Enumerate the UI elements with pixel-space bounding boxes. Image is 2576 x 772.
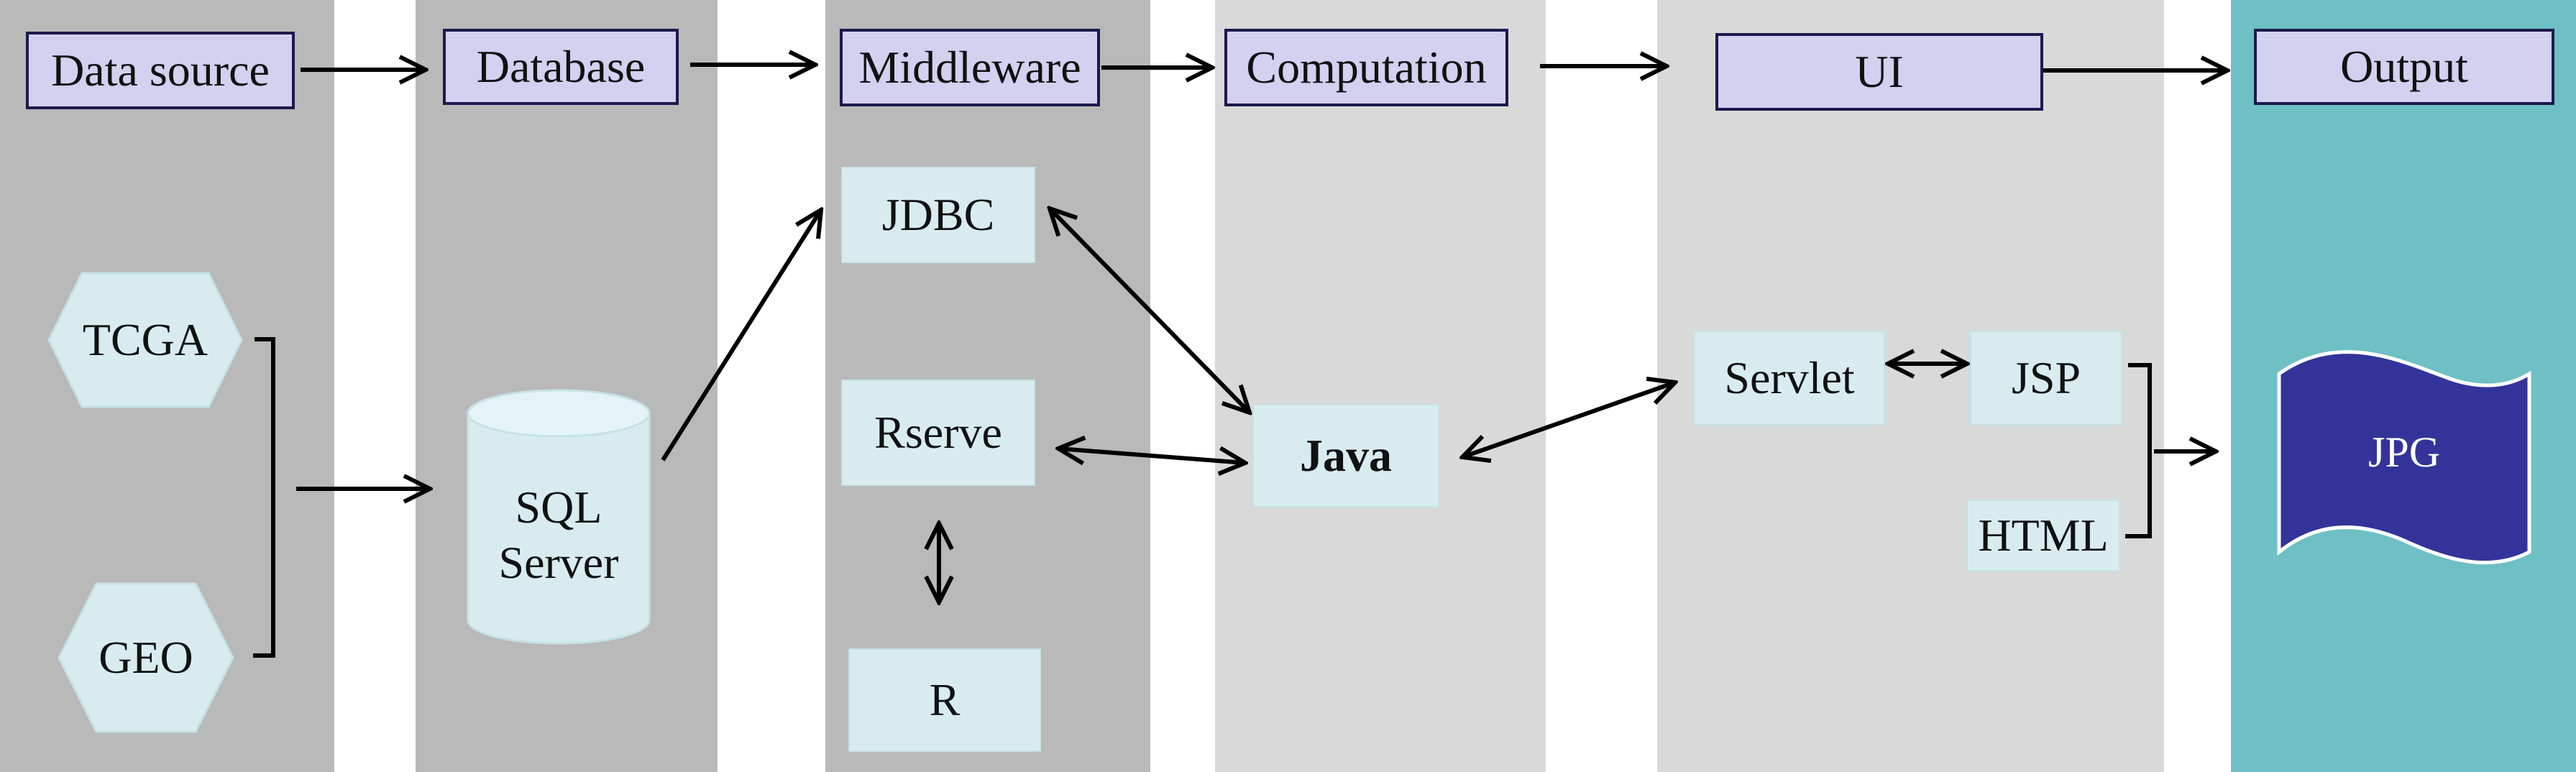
jdbc-node: JDBC [841,167,1035,263]
jpg-label: JPG [2368,428,2441,476]
tcga-label: TCGA [82,314,208,365]
hexagon-geo: GEO [58,582,234,733]
jsp-node: JSP [1970,331,2122,426]
hexagon-shape [47,272,243,408]
rserve-node: Rserve [841,380,1035,486]
header-ui: UI [1715,33,2043,111]
r-node: R [848,648,1041,752]
cylinder-shape [467,389,651,645]
java-node: Java [1252,404,1439,507]
html-node: HTML [1966,500,2120,571]
document-wave-shape [2277,350,2531,565]
sql-server-line1: SQL [515,482,602,533]
sql-server-line2: Server [498,537,619,588]
servlet-node: Servlet [1694,331,1885,426]
header-computation: Computation [1224,29,1508,106]
arrow-java-servlet [1462,382,1675,457]
header-output: Output [2254,29,2554,105]
header-database: Database [443,29,679,105]
bracket-ui [2125,363,2152,538]
header-data-source: Data source [26,32,295,109]
hexagon-tcga: TCGA [47,272,243,408]
jpg-output-shape: JPG [2275,348,2534,571]
bracket-data-source [253,337,275,658]
arrow-jdbc-java [1050,208,1250,413]
hexagon-shape [58,582,234,733]
arrow-sql-to-jdbc [661,210,821,461]
sql-server-label: SQL Server [466,438,651,633]
sql-server-cylinder: SQL Server [466,388,651,645]
arrow-rserve-java [1058,449,1245,463]
header-middleware: Middleware [840,29,1100,106]
geo-label: GEO [98,632,193,683]
